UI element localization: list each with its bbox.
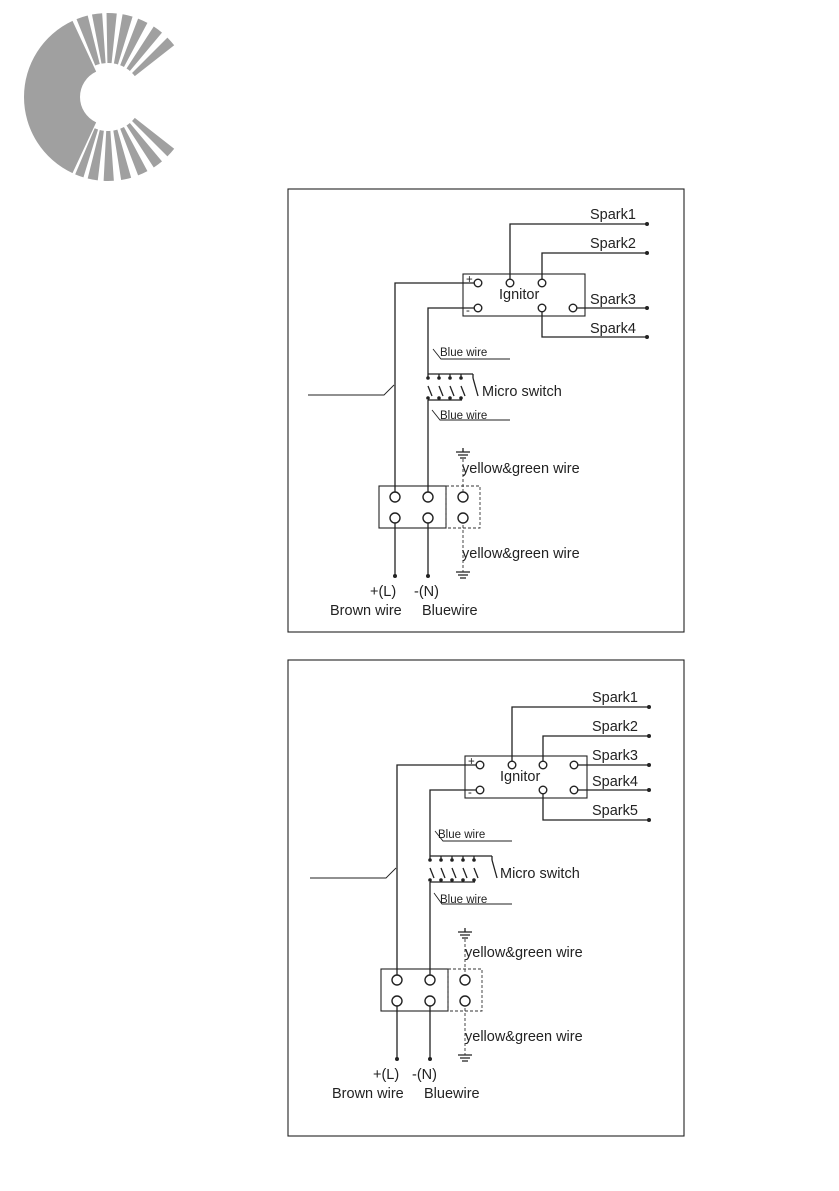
live-supply-end: [395, 1057, 399, 1061]
terminal-neutral-top: [425, 975, 435, 985]
spark1-end: [645, 222, 649, 226]
ignitor-terminal-spark2: [539, 761, 547, 769]
live-label: +(L): [370, 584, 396, 600]
pointer-line: [308, 385, 394, 395]
logo-ray: [114, 14, 133, 64]
logo-ray: [107, 13, 117, 63]
spark3-label: Spark3: [592, 748, 638, 764]
neutral-wire-ignitor: [430, 790, 476, 856]
ignitor-terminal-spark3: [570, 761, 578, 769]
terminal-block: [379, 486, 446, 528]
spark2-wire: [542, 253, 646, 279]
spark1-end: [647, 705, 651, 709]
spark4-label: Spark4: [592, 774, 638, 790]
neutral-supply-end: [428, 1057, 432, 1061]
ignitor-terminal-spark4: [570, 786, 578, 794]
terminal-neutral-bottom: [423, 513, 433, 523]
live-supply-end: [393, 574, 397, 578]
spark2-end: [645, 251, 649, 255]
terminal-live-bottom: [390, 513, 400, 523]
yellow-green-top-label: yellow&green wire: [462, 461, 580, 477]
ignitor-terminal-spark4: [538, 304, 546, 312]
ignitor-label: Ignitor: [500, 769, 540, 785]
ignitor-terminal-plus: [474, 279, 482, 287]
terminal-neutral-bottom: [425, 996, 435, 1006]
ignitor-terminal-minus: [474, 304, 482, 312]
neutral-supply-end: [426, 574, 430, 578]
micro-switch-label: Micro switch: [482, 384, 562, 400]
yellow-green-bottom-label: yellow&green wire: [465, 1029, 583, 1045]
pointer-line: [310, 868, 396, 878]
terminal-live-bottom: [392, 996, 402, 1006]
logo-ray: [104, 131, 114, 181]
ignitor-terminal-plus: [476, 761, 484, 769]
terminal-live-top: [392, 975, 402, 985]
spark3-end: [645, 306, 649, 310]
spark2-end: [647, 734, 651, 738]
terminal-earth-top: [460, 975, 470, 985]
micro-switch: [428, 856, 497, 882]
blue-wire-bottom-label: Blue wire: [440, 410, 487, 422]
spark2-label: Spark2: [592, 719, 638, 735]
ignitor-terminal-spark1: [508, 761, 516, 769]
brand-logo: [24, 13, 174, 181]
ignitor-terminal-spark1: [506, 279, 514, 287]
live-label: +(L): [373, 1067, 399, 1083]
bluewire-label: Bluewire: [422, 603, 478, 619]
logo-body: [24, 21, 96, 173]
wiring-diagram-four-spark: Ignitor + - Spark1 Spark2 Spark3 Spark4 …: [288, 189, 684, 632]
ignitor-terminal-minus: [476, 786, 484, 794]
earth-symbol-top: [456, 448, 470, 458]
bluewire-label: Bluewire: [424, 1086, 480, 1102]
spark5-end: [647, 818, 651, 822]
terminal-live-top: [390, 492, 400, 502]
earth-symbol-top: [458, 928, 472, 938]
earth-symbol-bottom: [456, 572, 470, 578]
spark1-label: Spark1: [592, 690, 638, 706]
ignitor-terminal-spark5: [539, 786, 547, 794]
micro-switch-label: Micro switch: [500, 866, 580, 882]
spark3-label: Spark3: [590, 292, 636, 308]
ignitor-minus-sign: -: [468, 787, 472, 799]
yellow-green-bottom-label: yellow&green wire: [462, 546, 580, 562]
wiring-diagram-five-spark: Ignitor + - Spark1 Spark2 Spark3 Spark4 …: [288, 660, 684, 1136]
terminal-neutral-top: [423, 492, 433, 502]
neutral-label: -(N): [414, 584, 439, 600]
brown-wire-label: Brown wire: [330, 603, 402, 619]
ignitor-plus-sign: +: [468, 756, 475, 768]
ignitor-minus-sign: -: [466, 305, 470, 317]
ignitor-terminal-spark3: [569, 304, 577, 312]
blue-wire-bottom-label: Blue wire: [440, 894, 487, 906]
terminal-earth-bottom: [458, 513, 468, 523]
ignitor-terminal-spark2: [538, 279, 546, 287]
micro-switch: [426, 374, 478, 400]
earth-symbol-bottom: [458, 1055, 472, 1061]
ignitor-plus-sign: +: [466, 274, 473, 286]
spark3-end: [647, 763, 651, 767]
spark5-label: Spark5: [592, 803, 638, 819]
spark1-label: Spark1: [590, 207, 636, 223]
terminal-earth-bottom: [460, 996, 470, 1006]
ignitor-label: Ignitor: [499, 287, 539, 303]
spark4-end: [647, 788, 651, 792]
terminal-earth-top: [458, 492, 468, 502]
spark4-end: [645, 335, 649, 339]
spark2-label: Spark2: [590, 236, 636, 252]
blue-wire-top-label: Blue wire: [438, 829, 485, 841]
neutral-label: -(N): [412, 1067, 437, 1083]
brown-wire-label: Brown wire: [332, 1086, 404, 1102]
spark4-label: Spark4: [590, 321, 636, 337]
yellow-green-top-label: yellow&green wire: [465, 945, 583, 961]
terminal-block: [381, 969, 448, 1011]
neutral-wire-ignitor: [428, 308, 474, 374]
blue-wire-top-label: Blue wire: [440, 347, 487, 359]
